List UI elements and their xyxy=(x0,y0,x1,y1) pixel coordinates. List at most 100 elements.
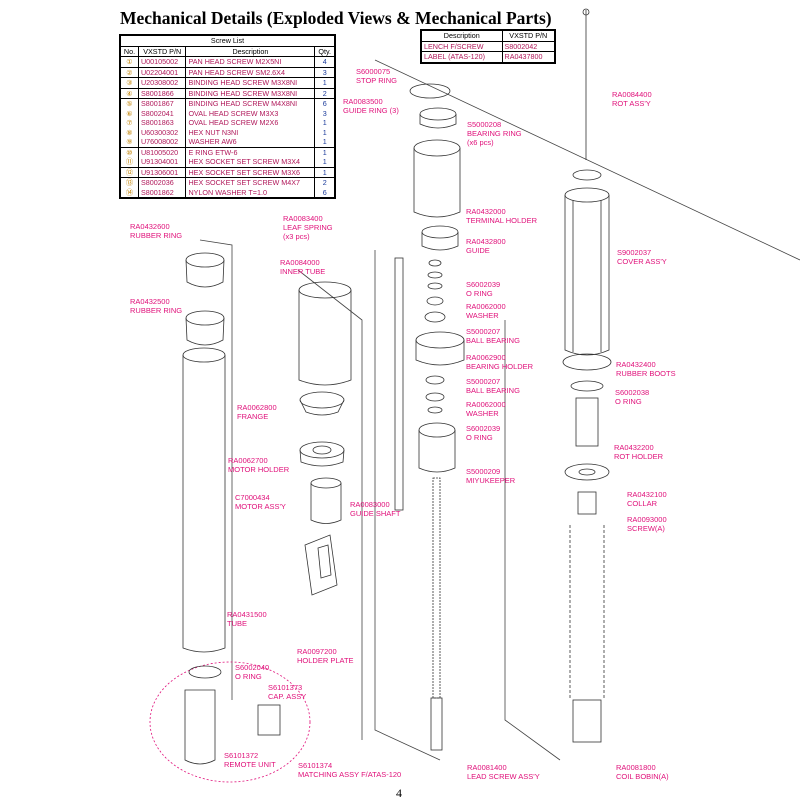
part-name: (x6 pcs) xyxy=(467,138,494,147)
part-name: O RING xyxy=(466,433,493,442)
part-number: RA0432600 xyxy=(130,222,170,231)
part-name: REMOTE UNIT xyxy=(224,760,276,769)
part-number: S5000208 xyxy=(467,120,502,129)
screw-cell: 3 xyxy=(314,66,335,78)
screw-cell: 1 xyxy=(314,137,335,147)
part-number: S6002040 xyxy=(235,663,270,672)
screw-header-cell: Description xyxy=(185,46,315,57)
flange xyxy=(299,391,345,416)
screw-cell: S8001867 xyxy=(137,98,186,109)
part-number: RA0062700 xyxy=(228,456,268,465)
cover-assy xyxy=(564,169,610,356)
part-name: TUBE xyxy=(227,619,248,628)
part-number: RA0432000 xyxy=(466,207,506,216)
washers-stack xyxy=(415,259,465,414)
stop-ring xyxy=(409,83,451,99)
part-number: S6002039 xyxy=(466,424,501,433)
screw-cell: 1 xyxy=(314,118,335,128)
screw-cell: U00105002 xyxy=(137,56,186,67)
screw-cell: HEX SOCKET SET SCREW M4X7 xyxy=(185,177,315,188)
extra-cell: RA0437800 xyxy=(501,51,555,63)
part-number: S5000207 xyxy=(466,377,501,386)
lead-screw xyxy=(430,477,443,751)
screw-cell: ⑪ xyxy=(119,157,139,167)
screw-cell: ⑭ xyxy=(119,187,139,198)
part-name: COLLAR xyxy=(627,499,658,508)
part-name: STOP RING xyxy=(356,76,397,85)
part-number: RA0062800 xyxy=(237,403,277,412)
screw-cell: 1 xyxy=(314,146,335,157)
screw-cell: ④ xyxy=(119,87,139,99)
motor-holder xyxy=(299,441,345,467)
part-name: INNER TUBE xyxy=(280,267,326,276)
part-name: (x3 pcs) xyxy=(283,232,310,241)
part-number: RA0081400 xyxy=(467,763,507,772)
screw-cell: HEX SOCKET SET SCREW M3X4 xyxy=(185,157,315,167)
screw-header-cell: Qty. xyxy=(314,46,335,57)
remote-unit xyxy=(149,661,311,783)
screw-cell: 4 xyxy=(314,56,335,67)
screw-cell: ⑬ xyxy=(119,177,139,188)
part-name: GUIDE RING (3) xyxy=(343,106,399,115)
part-name: O RING xyxy=(466,289,493,298)
screw-cell: BINDING HEAD SCREW M4X8NI xyxy=(185,98,315,109)
extra-header-cell: Description xyxy=(420,30,503,41)
guide-shaft xyxy=(394,257,404,511)
page-number: 4 xyxy=(396,786,402,800)
part-number: RA0432800 xyxy=(466,237,506,246)
part-number: C7000434 xyxy=(235,493,270,502)
screw-cell: U20308002 xyxy=(137,77,186,88)
part-name: LEAF SPRING xyxy=(283,223,333,232)
motor xyxy=(310,477,342,524)
screw-cell: ⑫ xyxy=(119,166,139,178)
screw-cell: U91306001 xyxy=(137,166,186,178)
screw-cell: ② xyxy=(119,66,139,78)
screw-cell: ⑤ xyxy=(119,98,139,109)
screw-cell: ① xyxy=(119,56,139,67)
screw-a xyxy=(577,491,597,515)
part-name: MIYUKEEPER xyxy=(466,476,516,485)
part-name: LEAD SCREW ASS'Y xyxy=(467,772,540,781)
extra-cell: LABEL (ATAS-120) xyxy=(420,51,503,63)
screw-cell: ⑨ xyxy=(119,137,139,147)
rot-holder xyxy=(575,397,599,447)
miyukeeper xyxy=(418,422,456,473)
coil-bobin xyxy=(569,525,605,743)
guide xyxy=(421,225,459,251)
part-name: ROT ASS'Y xyxy=(612,99,651,108)
extra-row: LABEL (ATAS-120)RA0437800 xyxy=(420,51,555,63)
part-name: BEARING HOLDER xyxy=(466,362,534,371)
screw-cell: PAN HEAD SCREW M2X5NI xyxy=(185,56,315,67)
screw-cell: 1 xyxy=(314,77,335,88)
part-number: RA0062000 xyxy=(466,302,506,311)
part-name: GUIDE xyxy=(466,246,490,255)
screw-cell: ③ xyxy=(119,77,139,88)
guide-ring xyxy=(419,107,457,129)
screw-cell: ⑩ xyxy=(119,146,139,157)
part-name: TERMINAL HOLDER xyxy=(466,216,537,225)
screw-cell: U76008002 xyxy=(137,137,186,147)
screw-cell: E RING ETW-6 xyxy=(185,146,315,157)
